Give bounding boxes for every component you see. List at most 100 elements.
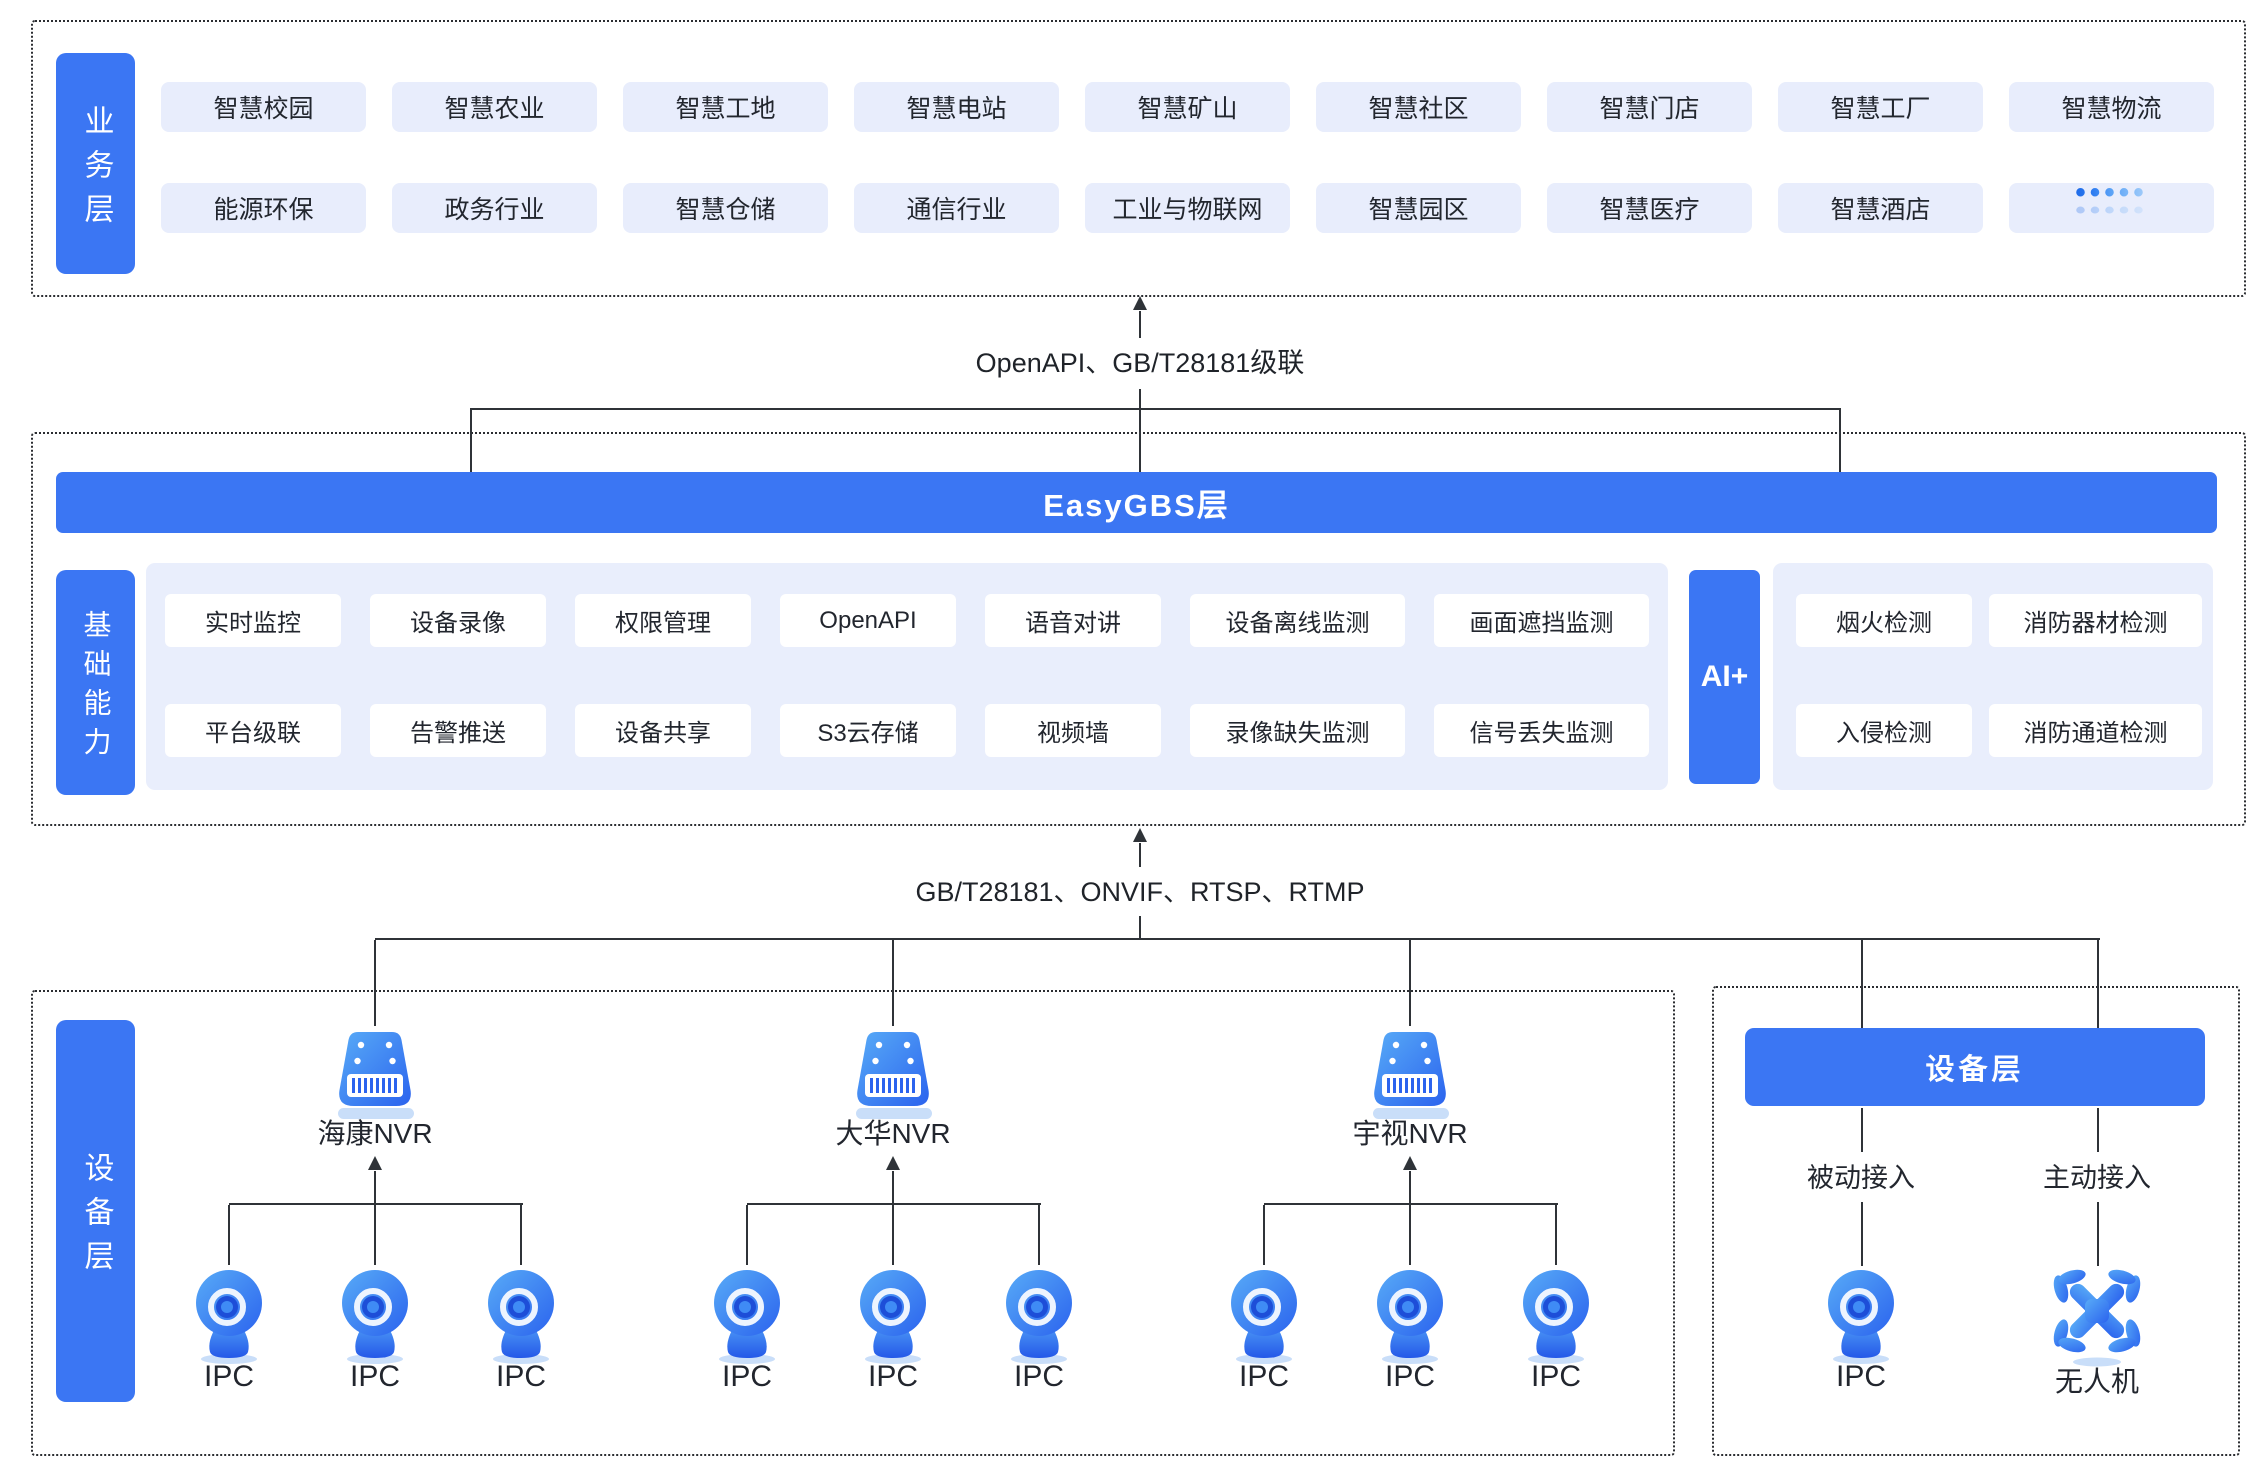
business-chip-row-2: 能源环保 政务行业 智慧仓储 通信行业 工业与物联网 智慧园区 智慧医疗 智慧酒… — [161, 178, 2214, 233]
ipc-camera-icon — [714, 1270, 780, 1364]
connector-line — [1139, 389, 1141, 472]
connector-line — [1861, 1202, 1863, 1266]
business-layer-box — [31, 20, 2246, 297]
business-chip: 智慧工厂 — [1778, 82, 1983, 132]
business-chip: 通信行业 — [854, 183, 1059, 233]
ai-plus-block: AI+ — [1689, 570, 1760, 784]
nvr-label: 海康NVR — [317, 1118, 433, 1149]
bracket-top-right-drop — [1839, 410, 1841, 472]
nvr-icon — [1373, 1032, 1449, 1119]
ellipsis-dots-reflection-icon: ••••• — [2075, 197, 2148, 224]
ipc-camera-icon — [1006, 1270, 1072, 1364]
device-layer-side-label: 设备层 — [56, 1020, 135, 1402]
connector-line — [1409, 1171, 1411, 1204]
ai-row-2: 入侵检测 消防通道检测 — [1796, 704, 2202, 757]
arrow-up-to-business — [1133, 296, 1147, 310]
ipc-label: IPC — [1835, 1360, 1887, 1393]
business-layer-side-label: 业务层 — [56, 53, 135, 274]
arrow-up-to-nvr — [368, 1156, 382, 1170]
drop-to-nvr-1 — [374, 940, 376, 1026]
business-chip: 智慧酒店 — [1778, 183, 1983, 233]
capability-side-label: 基础能力 — [56, 570, 135, 795]
connector-line — [1409, 1205, 1411, 1265]
connector-line — [228, 1205, 230, 1265]
business-chip: 智慧校园 — [161, 82, 366, 132]
arrow-up-to-nvr — [886, 1156, 900, 1170]
bracket-top-left-drop — [470, 410, 472, 472]
connector-line — [2097, 1202, 2099, 1266]
capability-chip: 实时监控 — [165, 594, 341, 647]
ipc-label: IPC — [349, 1360, 401, 1393]
connector-line — [1139, 916, 1141, 939]
bracket-bottom-horizontal — [375, 938, 2100, 940]
ipc-label: IPC — [203, 1360, 255, 1393]
capability-chip: 权限管理 — [575, 594, 751, 647]
capability-chip: 视频墙 — [985, 704, 1161, 757]
capability-chip: 画面遮挡监测 — [1434, 594, 1649, 647]
business-chip: 智慧门店 — [1547, 82, 1752, 132]
connector-line — [374, 1205, 376, 1265]
ipc-label: IPC — [1384, 1360, 1436, 1393]
arrow-up-to-platform — [1133, 828, 1147, 842]
ai-capability-chip: 入侵检测 — [1796, 704, 1972, 757]
business-chip: 能源环保 — [161, 183, 366, 233]
capability-row-1: 实时监控 设备录像 权限管理 OpenAPI 语音对讲 设备离线监测 画面遮挡监… — [165, 594, 1649, 647]
capability-chip: OpenAPI — [780, 594, 956, 647]
drop-to-nvr-3 — [1409, 940, 1411, 1026]
connector-line — [1038, 1205, 1040, 1265]
ipc-camera-icon — [196, 1270, 262, 1364]
business-chip: 政务行业 — [392, 183, 597, 233]
connector-line — [374, 1171, 376, 1204]
easygbs-title-bar: EasyGBS层 — [56, 472, 2217, 533]
capability-row-2: 平台级联 告警推送 设备共享 S3云存储 视频墙 录像缺失监测 信号丢失监测 — [165, 704, 1649, 757]
capability-chip: 告警推送 — [370, 704, 546, 757]
capability-chip: 设备离线监测 — [1190, 594, 1405, 647]
connector-line — [1861, 1108, 1863, 1152]
ipc-camera-icon — [1523, 1270, 1589, 1364]
business-chip-more: ••••• ••••• — [2009, 178, 2214, 233]
ai-capability-chip: 烟火检测 — [1796, 594, 1972, 647]
connector-line — [520, 1205, 522, 1265]
device-layer-left-box — [31, 990, 1675, 1456]
ipc-label: IPC — [1238, 1360, 1290, 1393]
capability-chip: 信号丢失监测 — [1434, 704, 1649, 757]
business-chip-row-1: 智慧校园 智慧农业 智慧工地 智慧电站 智慧矿山 智慧社区 智慧门店 智慧工厂 … — [161, 82, 2214, 132]
device-layer-right-box — [1712, 986, 2240, 1456]
ipc-camera-icon — [342, 1270, 408, 1364]
nvr-icon — [338, 1032, 414, 1119]
passive-access-label: 被动接入 — [1807, 1163, 1915, 1193]
business-chip: 智慧医疗 — [1547, 183, 1752, 233]
ellipsis-dots-icon: ••••• — [2075, 176, 2148, 209]
business-chip: 智慧工地 — [623, 82, 828, 132]
capability-chip: 录像缺失监测 — [1190, 704, 1405, 757]
ipc-camera-icon — [488, 1270, 554, 1364]
connector-line — [1263, 1205, 1265, 1265]
connector-line — [746, 1205, 748, 1265]
capability-chip: 设备共享 — [575, 704, 751, 757]
ipc-camera-icon — [860, 1270, 926, 1364]
business-chip: 智慧园区 — [1316, 183, 1521, 233]
connector-line — [1139, 843, 1141, 867]
connector-line — [2097, 1108, 2099, 1152]
business-chip: 智慧物流 — [2009, 82, 2214, 132]
capability-chip: 设备录像 — [370, 594, 546, 647]
arrow-up-to-nvr — [1403, 1156, 1417, 1170]
ipc-camera-icon — [1377, 1270, 1443, 1364]
ipc-label: IPC — [721, 1360, 773, 1393]
top-link-protocol-label: OpenAPI、GB/T28181级联 — [965, 341, 1315, 380]
connector-line — [892, 1205, 894, 1265]
ai-capability-chip: 消防通道检测 — [1989, 704, 2202, 757]
platform-layer-box — [31, 432, 2246, 826]
capability-chip: 平台级联 — [165, 704, 341, 757]
business-chip: 工业与物联网 — [1085, 183, 1290, 233]
ipc-label: IPC — [867, 1360, 919, 1393]
nvr-icon — [856, 1032, 932, 1119]
connector-line — [1139, 311, 1141, 338]
connector-line — [1555, 1205, 1557, 1265]
ai-row-1: 烟火检测 消防器材检测 — [1796, 594, 2202, 647]
ipc-bracket — [229, 1203, 523, 1205]
connector-line — [892, 1171, 894, 1204]
ipc-label: IPC — [495, 1360, 547, 1393]
capability-chip: S3云存储 — [780, 704, 956, 757]
nvr-label: 宇视NVR — [1352, 1118, 1468, 1149]
